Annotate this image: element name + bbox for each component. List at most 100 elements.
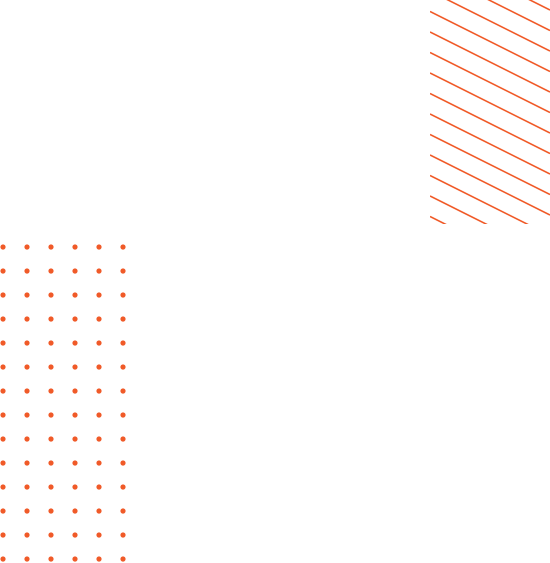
grid-dot <box>24 388 30 394</box>
grid-dot <box>72 388 78 394</box>
grid-dot <box>120 268 126 274</box>
grid-dot <box>120 364 126 370</box>
grid-dot <box>0 532 6 538</box>
grid-dot <box>72 340 78 346</box>
grid-dot <box>0 292 6 298</box>
grid-dot <box>24 340 30 346</box>
grid-dot <box>24 532 30 538</box>
grid-dot <box>72 532 78 538</box>
hatch-line <box>430 31 550 93</box>
grid-dot <box>0 508 6 514</box>
grid-dot <box>24 364 30 370</box>
hatch-line <box>430 51 550 114</box>
grid-dot <box>0 460 6 466</box>
grid-dot <box>96 436 102 442</box>
grid-dot <box>96 388 102 394</box>
grid-dot <box>96 556 102 562</box>
grid-dot <box>24 316 30 322</box>
grid-dot <box>48 460 54 466</box>
grid-dot <box>96 508 102 514</box>
grid-dot <box>48 268 54 274</box>
grid-dot <box>120 460 126 466</box>
grid-dot <box>48 364 54 370</box>
grid-dot <box>48 484 54 490</box>
grid-dot <box>72 244 78 250</box>
grid-dot <box>24 244 30 250</box>
grid-dot <box>48 412 54 418</box>
grid-dot <box>120 340 126 346</box>
grid-dot <box>0 436 6 442</box>
grid-dot <box>72 316 78 322</box>
grid-dot <box>72 556 78 562</box>
hatch-line <box>487 0 550 32</box>
grid-dot <box>48 316 54 322</box>
grid-dot <box>48 556 54 562</box>
grid-dot <box>72 508 78 514</box>
grid-dot <box>72 460 78 466</box>
grid-dot <box>24 556 30 562</box>
grid-dot <box>120 388 126 394</box>
grid-dot <box>96 484 102 490</box>
grid-dot <box>96 244 102 250</box>
grid-dot <box>120 244 126 250</box>
grid-dot <box>0 412 6 418</box>
grid-dot <box>120 508 126 514</box>
grid-dot <box>120 532 126 538</box>
grid-dot <box>24 292 30 298</box>
grid-dot <box>96 412 102 418</box>
grid-dot <box>48 436 54 442</box>
grid-dot <box>120 556 126 562</box>
hatch-line <box>430 195 488 224</box>
dot-grid-pattern <box>0 244 126 562</box>
grid-dot <box>0 484 6 490</box>
grid-dot <box>0 388 6 394</box>
hatch-line <box>446 0 550 52</box>
grid-dot <box>0 364 6 370</box>
grid-dot <box>120 412 126 418</box>
grid-dot <box>96 268 102 274</box>
hatch-line <box>528 0 550 11</box>
grid-dot <box>48 292 54 298</box>
grid-dot <box>0 316 6 322</box>
grid-dot <box>24 508 30 514</box>
grid-dot <box>24 484 30 490</box>
grid-dot <box>24 460 30 466</box>
hatch-line <box>430 174 529 224</box>
grid-dot <box>72 484 78 490</box>
grid-dot <box>96 364 102 370</box>
grid-dot <box>72 364 78 370</box>
grid-dot <box>48 508 54 514</box>
grid-dot <box>24 436 30 442</box>
hatch-line <box>430 72 550 134</box>
grid-dot <box>120 292 126 298</box>
grid-dot <box>120 436 126 442</box>
grid-dot <box>96 340 102 346</box>
grid-dot <box>24 412 30 418</box>
diagonal-hatch-pattern <box>430 0 550 224</box>
grid-dot <box>96 532 102 538</box>
grid-dot <box>72 412 78 418</box>
hatch-line <box>430 215 447 224</box>
grid-dot <box>72 292 78 298</box>
grid-dot <box>96 292 102 298</box>
grid-dot <box>48 388 54 394</box>
grid-dot <box>120 316 126 322</box>
hatch-line <box>430 10 550 73</box>
grid-dot <box>0 556 6 562</box>
grid-dot <box>0 268 6 274</box>
grid-dot <box>24 268 30 274</box>
grid-dot <box>72 436 78 442</box>
grid-dot <box>96 316 102 322</box>
grid-dot <box>96 460 102 466</box>
grid-dot <box>120 484 126 490</box>
grid-dot <box>48 244 54 250</box>
grid-dot <box>72 268 78 274</box>
hatch-line <box>430 113 550 175</box>
grid-dot <box>0 340 6 346</box>
grid-dot <box>48 532 54 538</box>
grid-dot <box>0 244 6 250</box>
grid-dot <box>48 340 54 346</box>
hatch-line <box>430 154 550 216</box>
hatch-line <box>430 92 550 155</box>
